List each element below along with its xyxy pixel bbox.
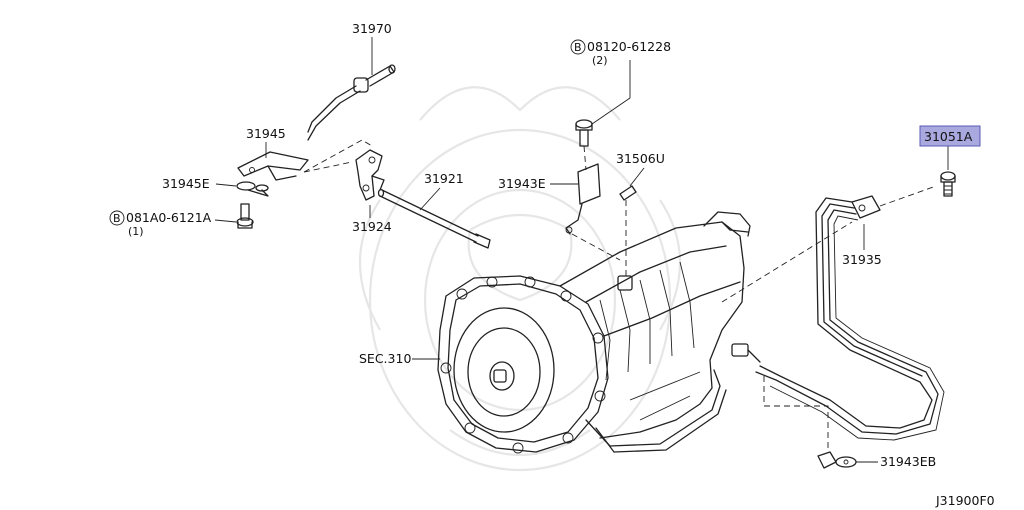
diagram-reference-id: J31900F0 [935,493,995,508]
guide-dashed-harness [721,221,853,303]
label-31051a: 31051A [924,129,973,144]
label-31924: 31924 [352,219,392,234]
guide-dashed-31051a [879,185,937,207]
part-bolt-081a0[interactable] [236,203,254,229]
guide-dashed-bracket [303,139,373,173]
bolt-marker-b-2: B [574,41,582,54]
part-31924-lever[interactable] [355,149,385,201]
part-31506u-seal[interactable] [619,185,637,201]
leader-31921 [419,187,441,211]
label-31935: 31935 [842,252,882,267]
transmission-assembly[interactable] [437,211,751,454]
part-31943eb-clip[interactable] [817,451,857,469]
part-31935-harness[interactable] [731,195,945,441]
guide-dashed-bracket-2 [303,161,353,173]
label-08120: 08120-61228 [587,39,671,54]
part-31943e-bracket[interactable] [565,163,601,235]
label-31943eb: 31943EB [880,454,936,469]
part-31945-bracket[interactable] [237,151,309,181]
label-31943e: 31943E [498,176,546,191]
label-31970: 31970 [352,21,392,36]
guide-dashed-31943e [571,233,621,261]
label-31945e: 31945E [162,176,210,191]
label-31945: 31945 [246,126,286,141]
bolt-marker-b: B [113,212,121,225]
label-08120-qty: (2) [592,54,608,67]
label-31921: 31921 [424,171,464,186]
part-bolt-08120[interactable] [575,119,593,147]
label-31506u: 31506U [616,151,665,166]
label-sec310: SEC.310 [359,351,411,366]
part-31921-shaft[interactable] [377,188,491,249]
part-31051a-bolt[interactable] [940,171,956,197]
label-081a0-qty: (1) [128,225,144,238]
leader-31506u [629,167,645,187]
guide-dashed-31943eb [763,376,829,452]
leader-31945e [215,183,237,187]
leader-08120 [591,60,631,125]
highlight-box-31051a[interactable]: 31051A [919,125,981,147]
leader-081a0 [214,219,237,223]
bolt-marker-081a0: B [109,210,125,226]
bolt-marker-08120: B [570,39,586,55]
part-31945e-washer[interactable] [236,181,269,197]
part-31970-rod[interactable] [307,64,396,141]
label-081a0: 081A0-6121A [126,210,212,225]
guide-dashed-08120 [583,145,587,171]
